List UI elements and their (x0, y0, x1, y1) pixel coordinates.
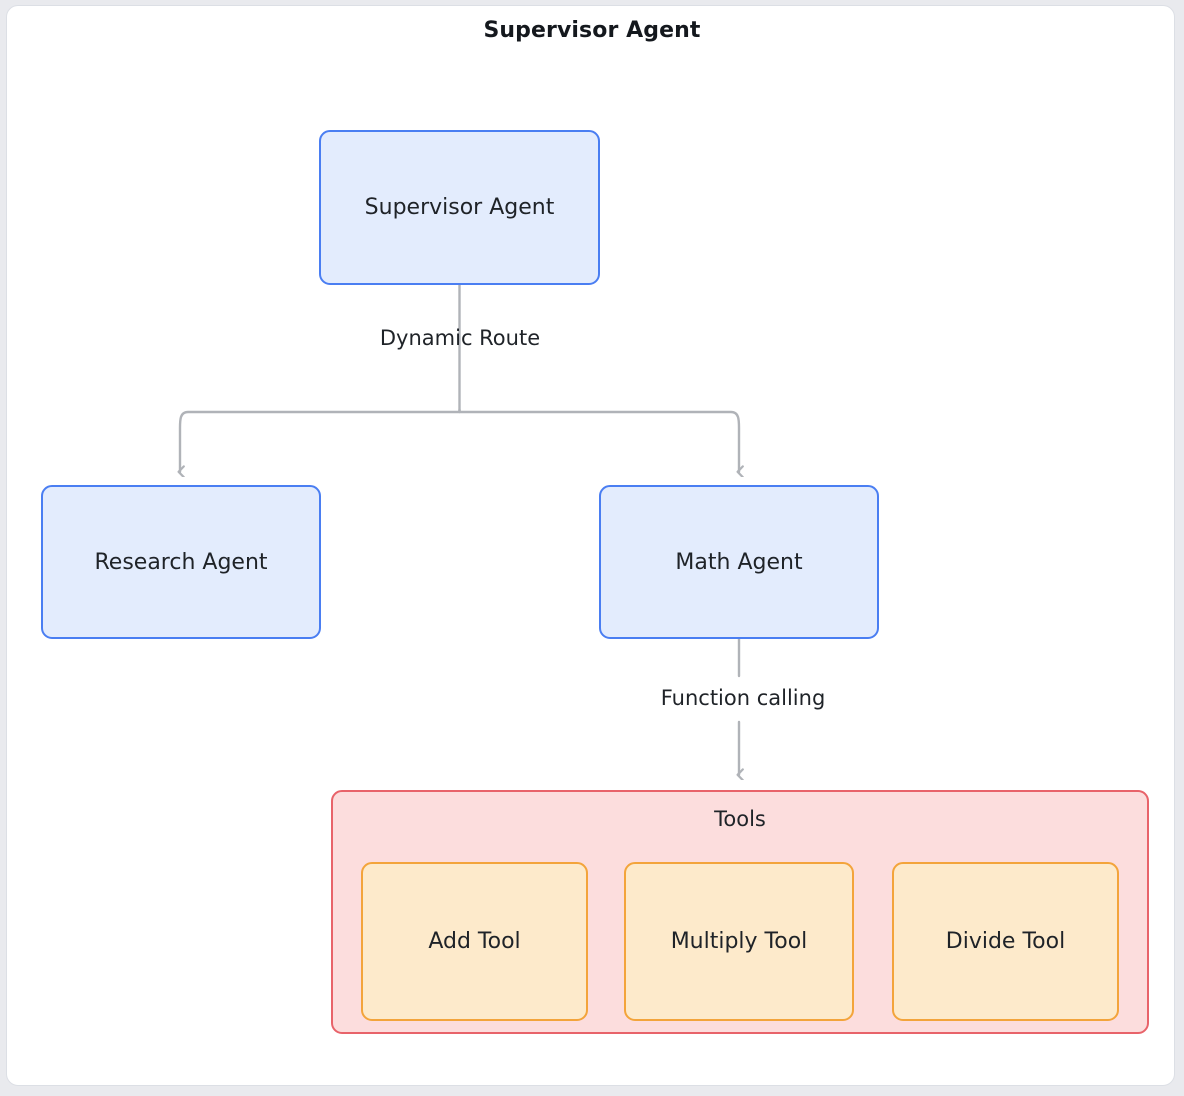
node-multiply-tool[interactable]: Multiply Tool (624, 862, 854, 1021)
node-research-agent[interactable]: Research Agent (41, 485, 321, 639)
node-divide-tool-label: Divide Tool (945, 929, 1066, 954)
edge-label-dynamic-route: Dynamic Route (379, 326, 541, 350)
node-math-agent[interactable]: Math Agent (599, 485, 879, 639)
node-supervisor-agent-label: Supervisor Agent (364, 195, 555, 220)
node-add-tool-label: Add Tool (428, 929, 521, 954)
node-add-tool[interactable]: Add Tool (361, 862, 588, 1021)
node-math-agent-label: Math Agent (675, 549, 803, 575)
node-divide-tool[interactable]: Divide Tool (892, 862, 1119, 1021)
node-supervisor-agent[interactable]: Supervisor Agent (319, 130, 600, 285)
node-research-agent-label: Research Agent (94, 549, 268, 575)
cluster-tools-label: Tools (714, 807, 766, 831)
page-title: Supervisor Agent (483, 18, 701, 43)
edge-label-function-calling: Function calling (620, 686, 866, 710)
node-multiply-tool-label: Multiply Tool (670, 929, 808, 954)
